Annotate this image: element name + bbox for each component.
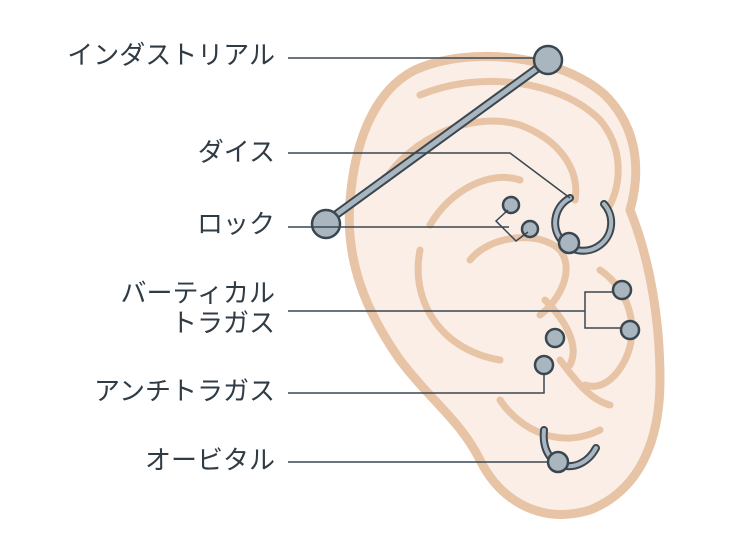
- antitragus-ball: [533, 354, 555, 376]
- antitragus-curve: [556, 356, 614, 409]
- vertical-tragus-bracket: [584, 291, 620, 329]
- industrial-ball-bottom: [310, 208, 342, 240]
- rook-ball-top: [501, 195, 521, 215]
- daith-ring-fill: [553, 196, 614, 253]
- label-orbital: オービタル: [144, 446, 275, 476]
- orbital-ball: [546, 450, 570, 474]
- industrial-ball-top: [532, 44, 564, 76]
- helix-rim-curve: [416, 77, 622, 209]
- label-vertical-tragus-line2: トラガス: [170, 309, 275, 339]
- antihelix-curve: [381, 117, 580, 204]
- industrial-bar: [323, 59, 549, 225]
- antihelix-inner-curve: [426, 173, 524, 229]
- vertical-tragus-ball-bottom: [619, 319, 641, 341]
- label-daith: ダイス: [197, 138, 275, 168]
- label-industrial: インダストリアル: [67, 41, 275, 71]
- label-antitragus: アンチトラガス: [94, 377, 275, 407]
- antitragus-leader-line: [288, 374, 545, 394]
- concha-lower-curve: [414, 246, 504, 364]
- vertical-tragus-ball-top: [611, 279, 633, 301]
- rook-bracket: [494, 209, 529, 242]
- ear-outer-shape: [344, 51, 665, 519]
- tragus-hidden-ball: [544, 327, 566, 349]
- label-vertical-tragus-line1: バーティカル: [120, 279, 275, 309]
- label-rook: ロック: [196, 210, 275, 240]
- concha-curve: [466, 234, 570, 319]
- lobe-inner-curve: [541, 296, 577, 369]
- daith-leader-line: [288, 152, 571, 199]
- daith-ball: [557, 231, 581, 255]
